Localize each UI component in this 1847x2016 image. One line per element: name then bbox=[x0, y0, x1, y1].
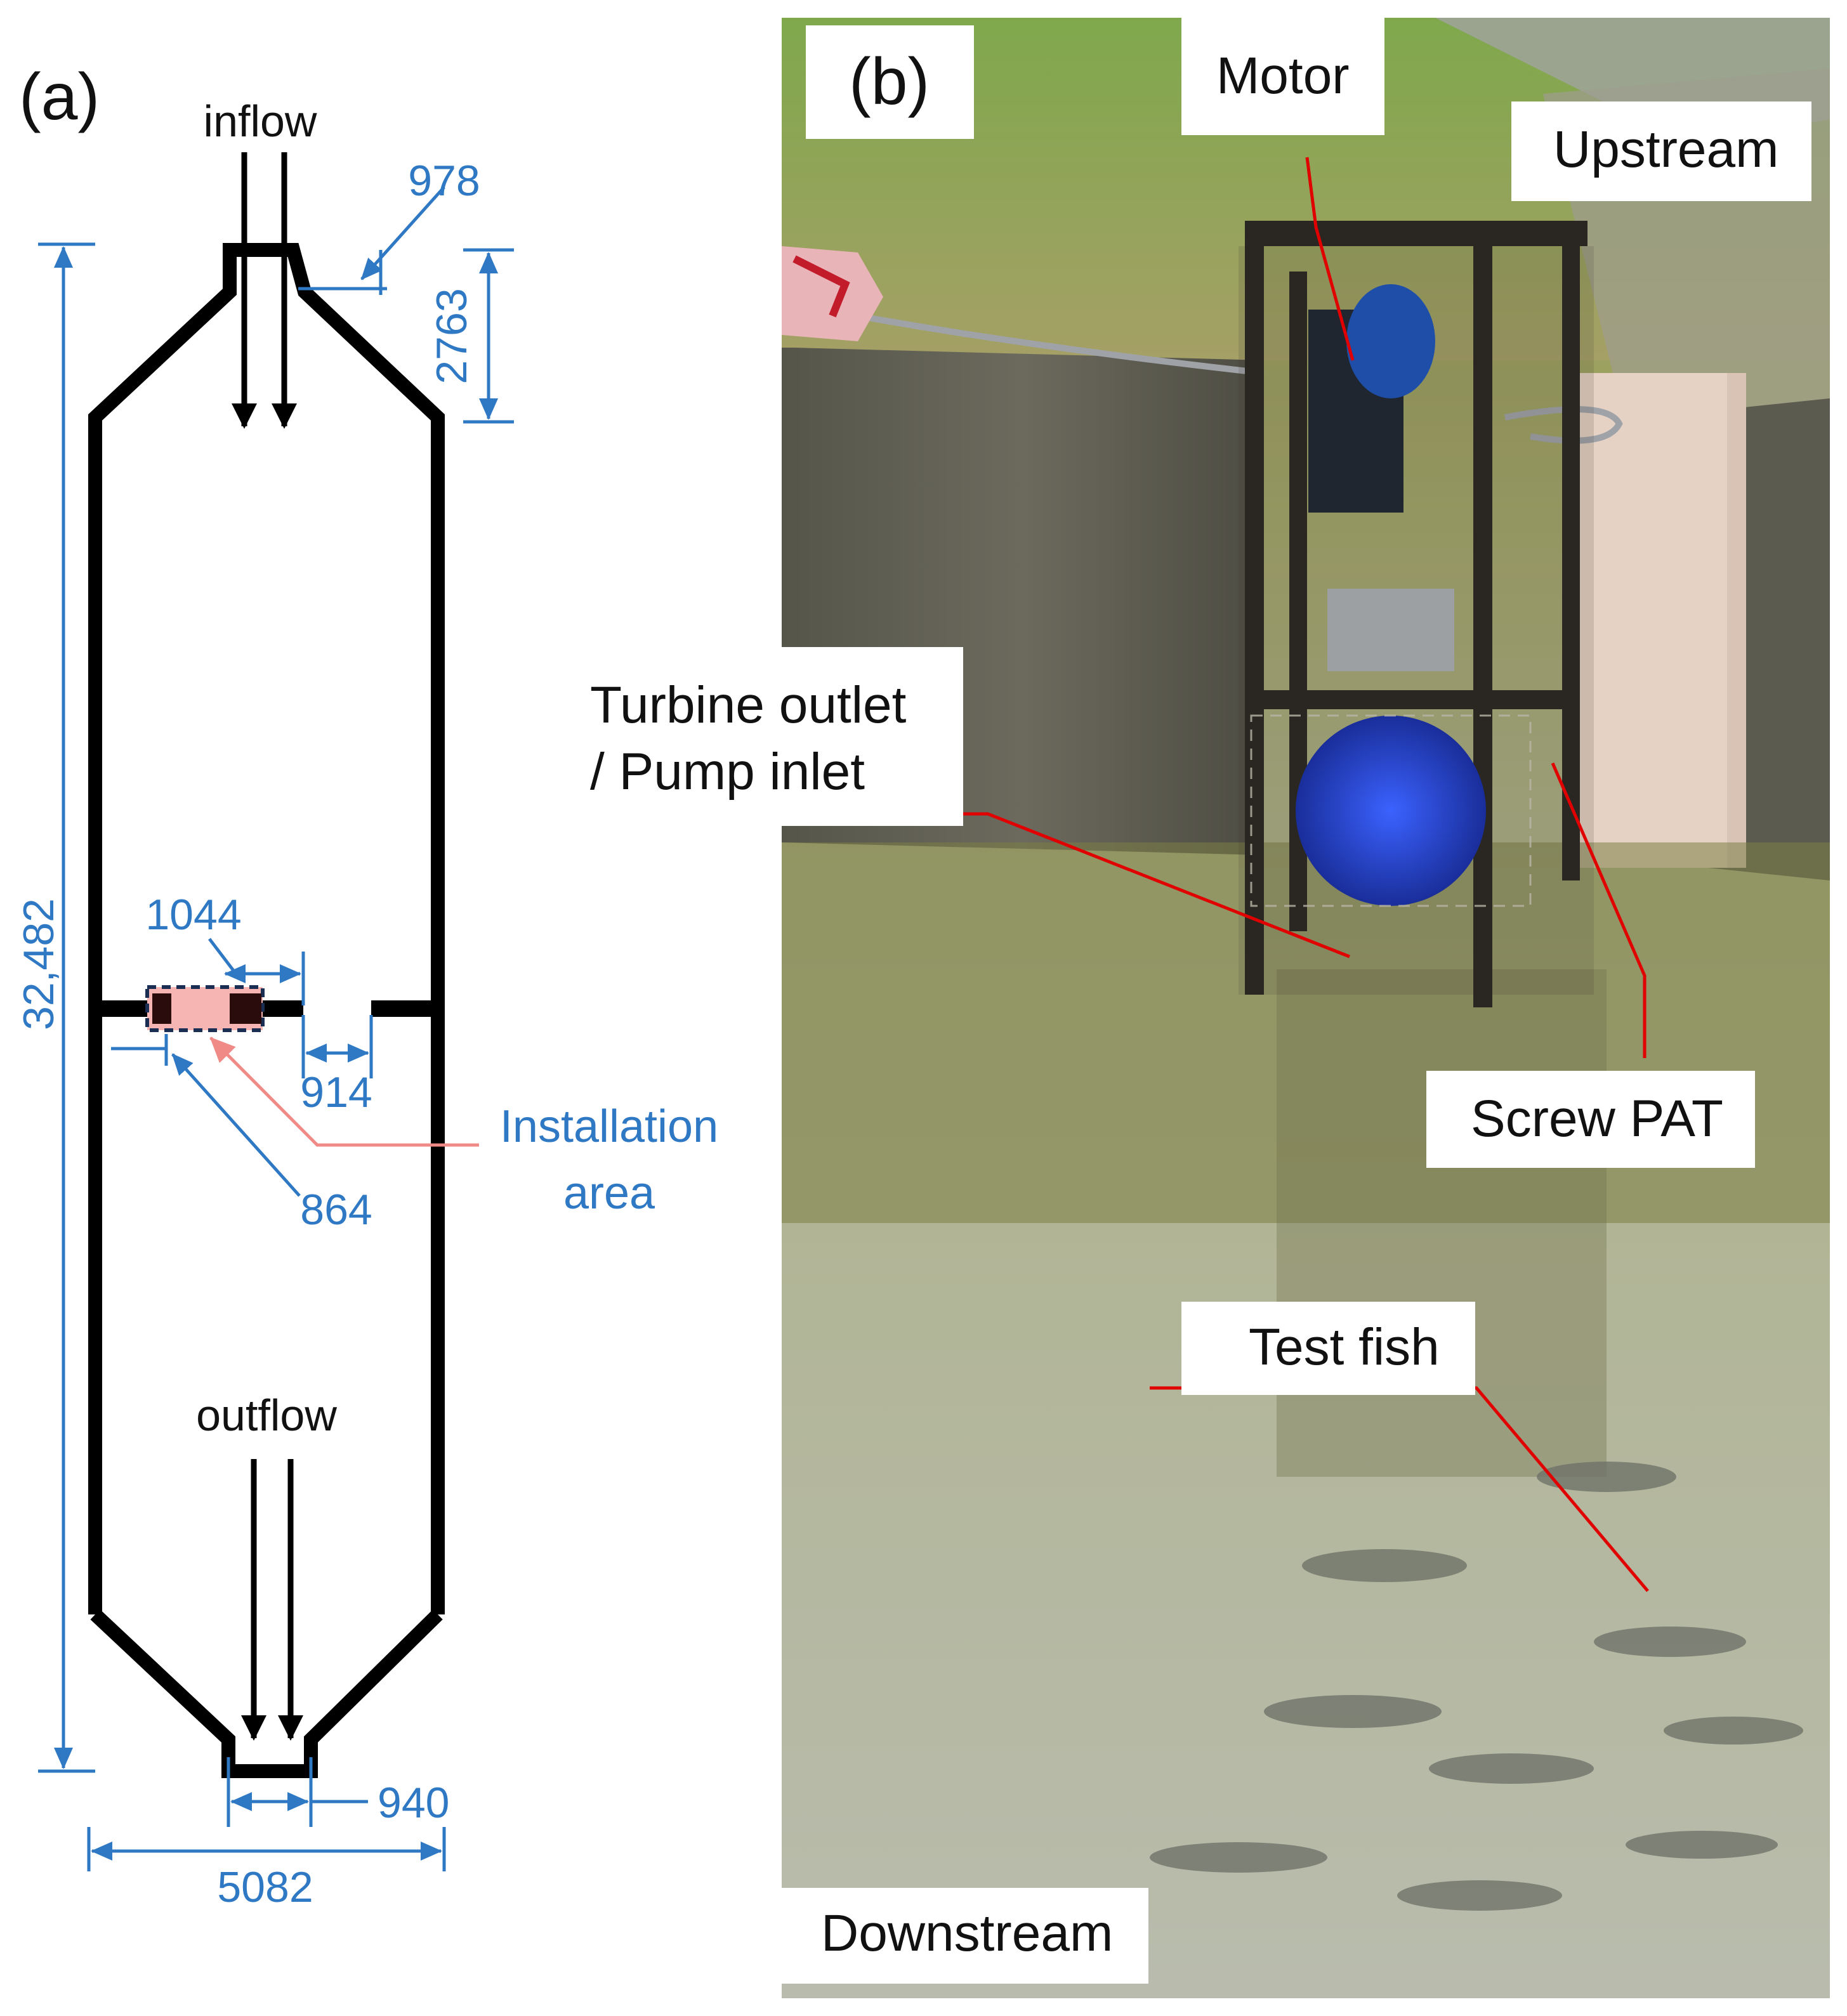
motor-housing bbox=[1346, 284, 1435, 398]
installation-leader bbox=[209, 1037, 479, 1147]
turbine-outlet-label: Turbine outlet / Pump inlet bbox=[571, 647, 964, 826]
motor-label: Motor bbox=[1181, 18, 1384, 135]
outflow-label: outflow bbox=[196, 1391, 337, 1440]
site-photo bbox=[782, 18, 1830, 1998]
flow-arrows bbox=[232, 152, 303, 1741]
dimension-lines bbox=[38, 186, 514, 1871]
panel-a-letter: (a) bbox=[19, 60, 100, 134]
turbine-outlet-line-2: / Pump inlet bbox=[590, 742, 865, 801]
panel-a-schematic: (a) inflow outflow 978 2763 32,482 1044 … bbox=[0, 0, 774, 2016]
turbine-outlet-line-1: Turbine outlet bbox=[590, 676, 907, 734]
installation-area bbox=[145, 985, 265, 1032]
installation-label-1: Installation bbox=[500, 1101, 718, 1152]
upstream-label: Upstream bbox=[1511, 101, 1812, 201]
channel-schematic: (a) inflow outflow 978 2763 32,482 1044 … bbox=[15, 60, 718, 1911]
dim-inlet-taper: 2763 bbox=[428, 288, 476, 384]
inflow-label: inflow bbox=[204, 96, 317, 146]
test-fish-group bbox=[1150, 1462, 1803, 1911]
dim-inlet-width: 978 bbox=[408, 157, 480, 205]
test-fish-label: Test fish bbox=[1181, 1302, 1475, 1395]
dim-total-length: 32,482 bbox=[15, 898, 63, 1030]
screw-pat-assembly bbox=[1239, 221, 1594, 1007]
dim-gap-offset: 864 bbox=[300, 1186, 372, 1234]
dim-gap-left: 1044 bbox=[145, 891, 241, 939]
pump-body bbox=[1296, 716, 1486, 906]
panel-b-photo: (b) Motor Upstream Screw PAT Test fish D… bbox=[782, 18, 1830, 1998]
dim-total-width: 5082 bbox=[217, 1863, 313, 1911]
dim-outlet-width: 940 bbox=[378, 1779, 449, 1827]
screw-pat-label: Screw PAT bbox=[1426, 1071, 1755, 1168]
dim-gap-right: 914 bbox=[300, 1068, 372, 1116]
installation-label-2: area bbox=[563, 1168, 655, 1219]
downstream-label: Downstream bbox=[782, 1888, 1149, 1984]
panel-b-letter: (b) bbox=[806, 25, 975, 139]
